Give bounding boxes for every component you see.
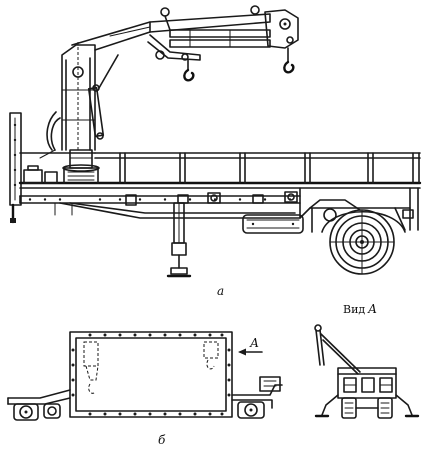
hydraulic-hoses [39,111,61,159]
rear-axle-top [231,376,283,419]
crane-boom [71,13,271,61]
front-axle [13,403,61,421]
rear-wheel [329,209,395,275]
rear-crane-mast [314,324,361,375]
platform-outline [69,331,233,418]
view-direction-arrow: А [238,336,263,356]
view-a-caption-prefix: Вид [343,303,365,316]
view-b-top-view: А б [7,331,283,447]
crane-turntable [62,149,100,184]
side-railing [19,152,421,184]
frame-rivets [28,198,292,201]
crane-column [61,40,96,151]
spare-wheel [242,214,304,234]
front-equipment-box [23,165,58,184]
lift-cylinder [87,54,119,140]
platform-rivets [71,333,231,416]
boom-head [264,9,299,49]
crane-outline-dashed [83,341,219,394]
view-a-label: а [217,284,224,298]
crane-hook-right [283,47,295,74]
rear-body [337,367,397,399]
platform-frame [18,181,422,231]
mudguard [321,210,406,233]
crane-hook-left [183,59,195,82]
view-b-label: б [158,433,166,447]
arrow-label: А [249,336,259,350]
rear-suspension [309,199,414,233]
drawbar-front [7,389,71,405]
rear-outriggers [314,394,420,418]
front-headboard [9,112,22,224]
view-a-caption-letter: А [367,302,377,316]
landing-gear [166,202,192,278]
view-a-rear-view: Вид А [314,302,420,419]
view-a-side-view: а [9,5,422,298]
view-a-caption: Вид А [343,302,377,316]
rear-wheels [341,397,393,419]
boom-extension-cylinders [160,5,271,48]
